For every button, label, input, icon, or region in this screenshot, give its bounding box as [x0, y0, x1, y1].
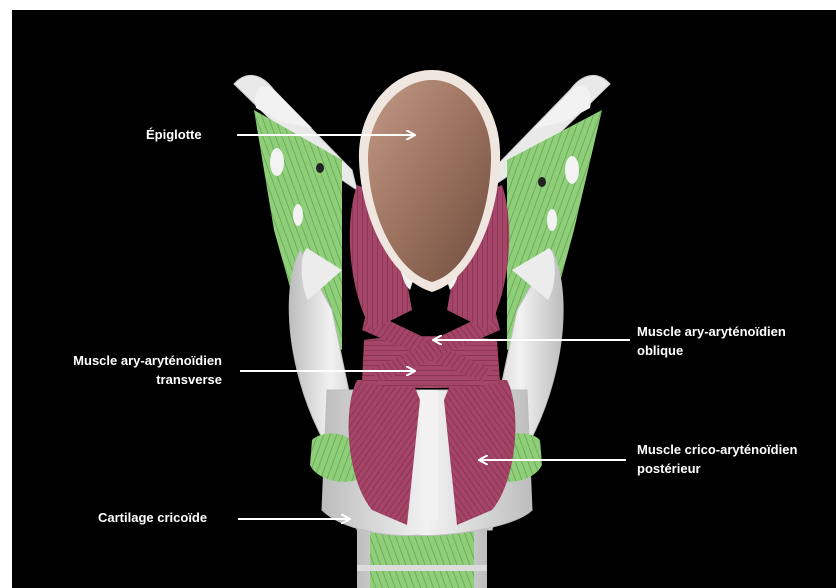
figure-panel: Épiglotte Muscle ary-aryténoïdien obliqu…	[12, 10, 836, 588]
label-crico-posterieur-line1: Muscle crico-aryténoïdien	[637, 440, 797, 459]
label-crico-posterieur: Muscle crico-aryténoïdien postérieur	[637, 440, 797, 478]
label-ary-transverse: Muscle ary-aryténoïdien transverse	[48, 351, 222, 389]
label-cricoide-text: Cartilage cricoïde	[98, 508, 207, 527]
label-ary-oblique-line2: oblique	[637, 341, 786, 360]
label-ary-oblique: Muscle ary-aryténoïdien oblique	[637, 322, 786, 360]
posterior-cricoarytenoid-muscles	[349, 380, 516, 525]
label-epiglotte: Épiglotte	[146, 125, 202, 144]
label-epiglotte-text: Épiglotte	[146, 125, 202, 144]
larynx-posterior-illustration	[12, 10, 836, 588]
label-ary-transverse-line1: Muscle ary-aryténoïdien	[48, 351, 222, 370]
label-ary-transverse-line2: transverse	[48, 370, 222, 389]
trachea	[357, 530, 487, 588]
label-ary-oblique-line1: Muscle ary-aryténoïdien	[637, 322, 786, 341]
label-crico-posterieur-line2: postérieur	[637, 459, 797, 478]
label-cricoide: Cartilage cricoïde	[98, 508, 207, 527]
